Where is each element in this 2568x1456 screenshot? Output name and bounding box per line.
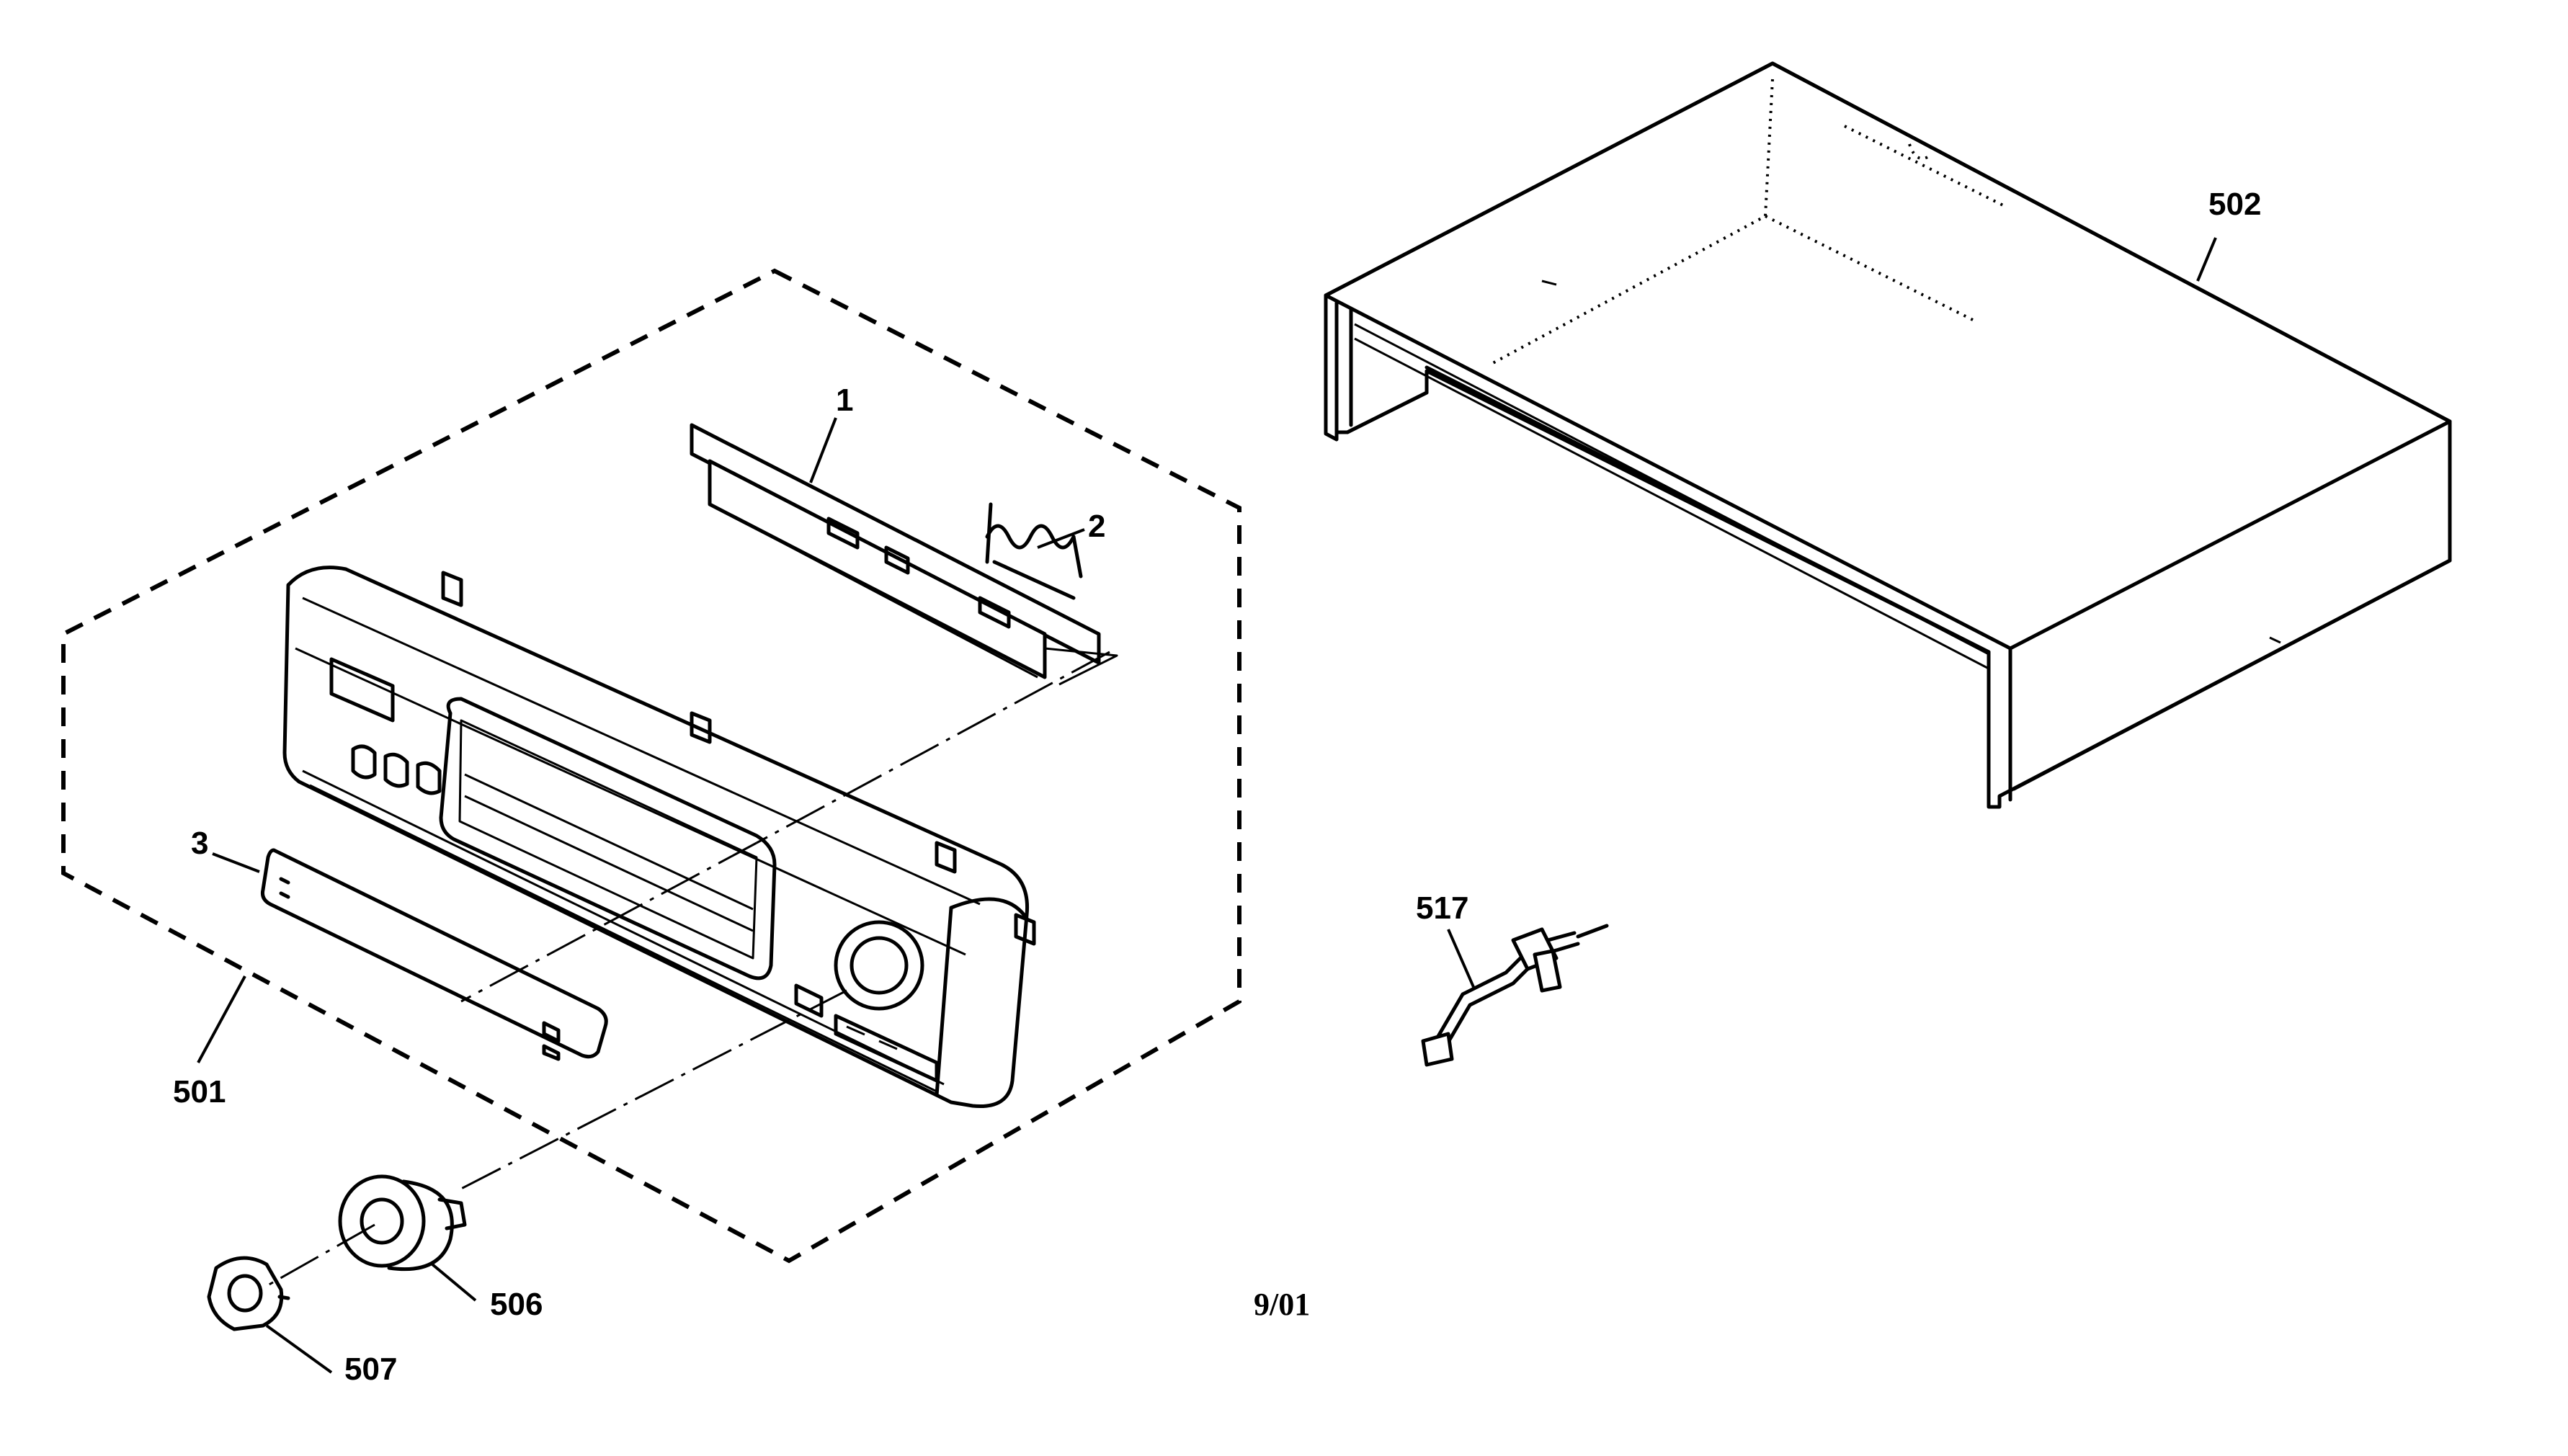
centerline-bracket — [460, 841, 757, 1003]
cassette-slot — [439, 697, 777, 981]
leader-507 — [265, 1324, 333, 1374]
leader-506 — [431, 1263, 477, 1302]
part-506-knob[interactable] — [338, 1174, 467, 1272]
centerline-small-knob — [266, 1223, 375, 1287]
label-part-501: 501 — [173, 1074, 226, 1109]
leader-2 — [1037, 528, 1085, 549]
date-code: 9/01 — [1254, 1287, 1310, 1322]
label-part-1: 1 — [836, 383, 853, 418]
label-part-502: 502 — [2208, 187, 2261, 222]
pcg-logo-mark — [351, 744, 377, 780]
label-part-2: 2 — [1088, 509, 1105, 544]
part-502-top-cover[interactable] — [1324, 61, 2452, 809]
part-1-circuit-board[interactable] — [690, 423, 1118, 686]
leader-3 — [212, 852, 260, 873]
part-507-small-knob[interactable] — [207, 1256, 290, 1331]
label-part-507: 507 — [344, 1352, 397, 1387]
centerline-knob — [460, 989, 847, 1190]
part-3-bracket[interactable] — [261, 848, 608, 1061]
leader-501 — [197, 975, 246, 1063]
leader-517 — [1447, 929, 1475, 988]
centerline-board — [756, 651, 1110, 844]
front-panel[interactable] — [282, 566, 1036, 1109]
leader-502 — [2196, 237, 2217, 282]
label-part-3: 3 — [191, 826, 208, 861]
display-window — [329, 657, 395, 723]
leader-1 — [809, 417, 837, 483]
label-part-506: 506 — [490, 1287, 543, 1322]
part-517-cable[interactable] — [1421, 924, 1609, 1067]
assembly-boundary-501 — [61, 268, 1241, 1264]
part-2-coil[interactable] — [985, 502, 1083, 600]
label-part-517: 517 — [1416, 890, 1468, 926]
panel-jog-dial — [834, 920, 924, 1011]
